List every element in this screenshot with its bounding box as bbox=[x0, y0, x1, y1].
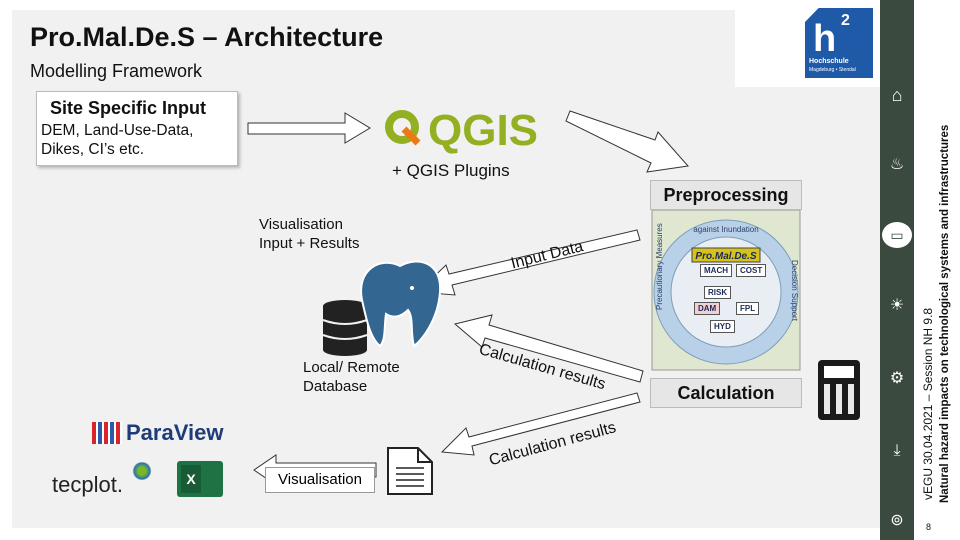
paraview-logo: ParaView bbox=[92, 420, 252, 446]
bike-icon[interactable]: ⚙ bbox=[889, 370, 905, 387]
ptool-module-cost: COST bbox=[736, 264, 767, 277]
home-icon[interactable]: ⌂ bbox=[891, 85, 903, 105]
visualisation-input-results-label: Visualisation Input + Results bbox=[259, 216, 360, 252]
sidebar-session-text: vEGU 30.04.2021 – Session NH 9.8 bbox=[921, 307, 935, 500]
postgresql-logo bbox=[360, 260, 442, 348]
calculation-label: Calculation bbox=[650, 378, 802, 408]
preprocessing-label: Preprocessing bbox=[650, 180, 802, 210]
page-subtitle: Modelling Framework bbox=[30, 61, 203, 81]
database-icon bbox=[322, 300, 368, 356]
site-input-body: DEM, Land-Use-Data, Dikes, CI’s etc. bbox=[41, 122, 194, 158]
page-title: Pro.Mal.De.S – Architecture bbox=[30, 22, 384, 52]
site-input-box: Site Specific Input DEM, Land-Use-Data, … bbox=[36, 91, 238, 166]
arrow-qgis-to-preprocessing bbox=[565, 110, 689, 173]
download-icon[interactable]: ⤓ bbox=[893, 442, 901, 459]
ptool-module-mach: MACH bbox=[700, 264, 732, 277]
hochschule-logo: h 2 Hochschule Magdeburg • Stendal bbox=[735, 0, 880, 87]
sidebar-topic-text: Natural hazard impacts on technological … bbox=[939, 124, 951, 503]
ptool-arc-text: against Inundation bbox=[693, 225, 758, 234]
tecplot-mark-icon bbox=[132, 462, 152, 480]
flame-icon[interactable]: ♨ bbox=[889, 156, 905, 173]
tecplot-logo: tecplot. bbox=[52, 472, 123, 497]
ptool-right-text: Decision Support bbox=[790, 260, 799, 322]
arrow-input-to-qgis bbox=[247, 112, 371, 144]
ptool-module-risk: RISK bbox=[704, 286, 732, 299]
qgis-logo: QGIS bbox=[385, 106, 538, 155]
ptool-module-fpl: FPL bbox=[736, 302, 760, 315]
arrow-calc-results-top bbox=[453, 314, 644, 383]
qgis-plugins-label: + QGIS Plugins bbox=[392, 161, 510, 180]
screen-icon[interactable]: ▭ bbox=[882, 222, 912, 248]
database-label: Local/ Remote Database bbox=[303, 359, 400, 395]
binoculars-icon[interactable]: ⊚ bbox=[890, 512, 904, 529]
site-input-heading: Site Specific Input bbox=[50, 98, 207, 118]
visualisation-label: Visualisation bbox=[265, 467, 375, 493]
page-number: 8 bbox=[926, 522, 932, 532]
bulb-icon[interactable]: ☀ bbox=[889, 297, 905, 314]
arrow-calc-results-bottom bbox=[440, 392, 641, 456]
document-icon bbox=[387, 447, 433, 495]
ptool-center-label: Pro.Mal.De.S bbox=[695, 251, 756, 262]
ptool-module-hyd: HYD bbox=[710, 320, 735, 333]
ptool-module-dam: DAM bbox=[694, 302, 721, 315]
sidebar-nav bbox=[880, 0, 914, 540]
paraview-logo-text: ParaView bbox=[126, 420, 224, 445]
excel-icon: X bbox=[177, 461, 223, 497]
qgis-logo-text: QGIS bbox=[428, 106, 538, 155]
ptool-left-text: Precautionary Measures bbox=[655, 223, 664, 310]
calculator-icon bbox=[818, 360, 860, 420]
